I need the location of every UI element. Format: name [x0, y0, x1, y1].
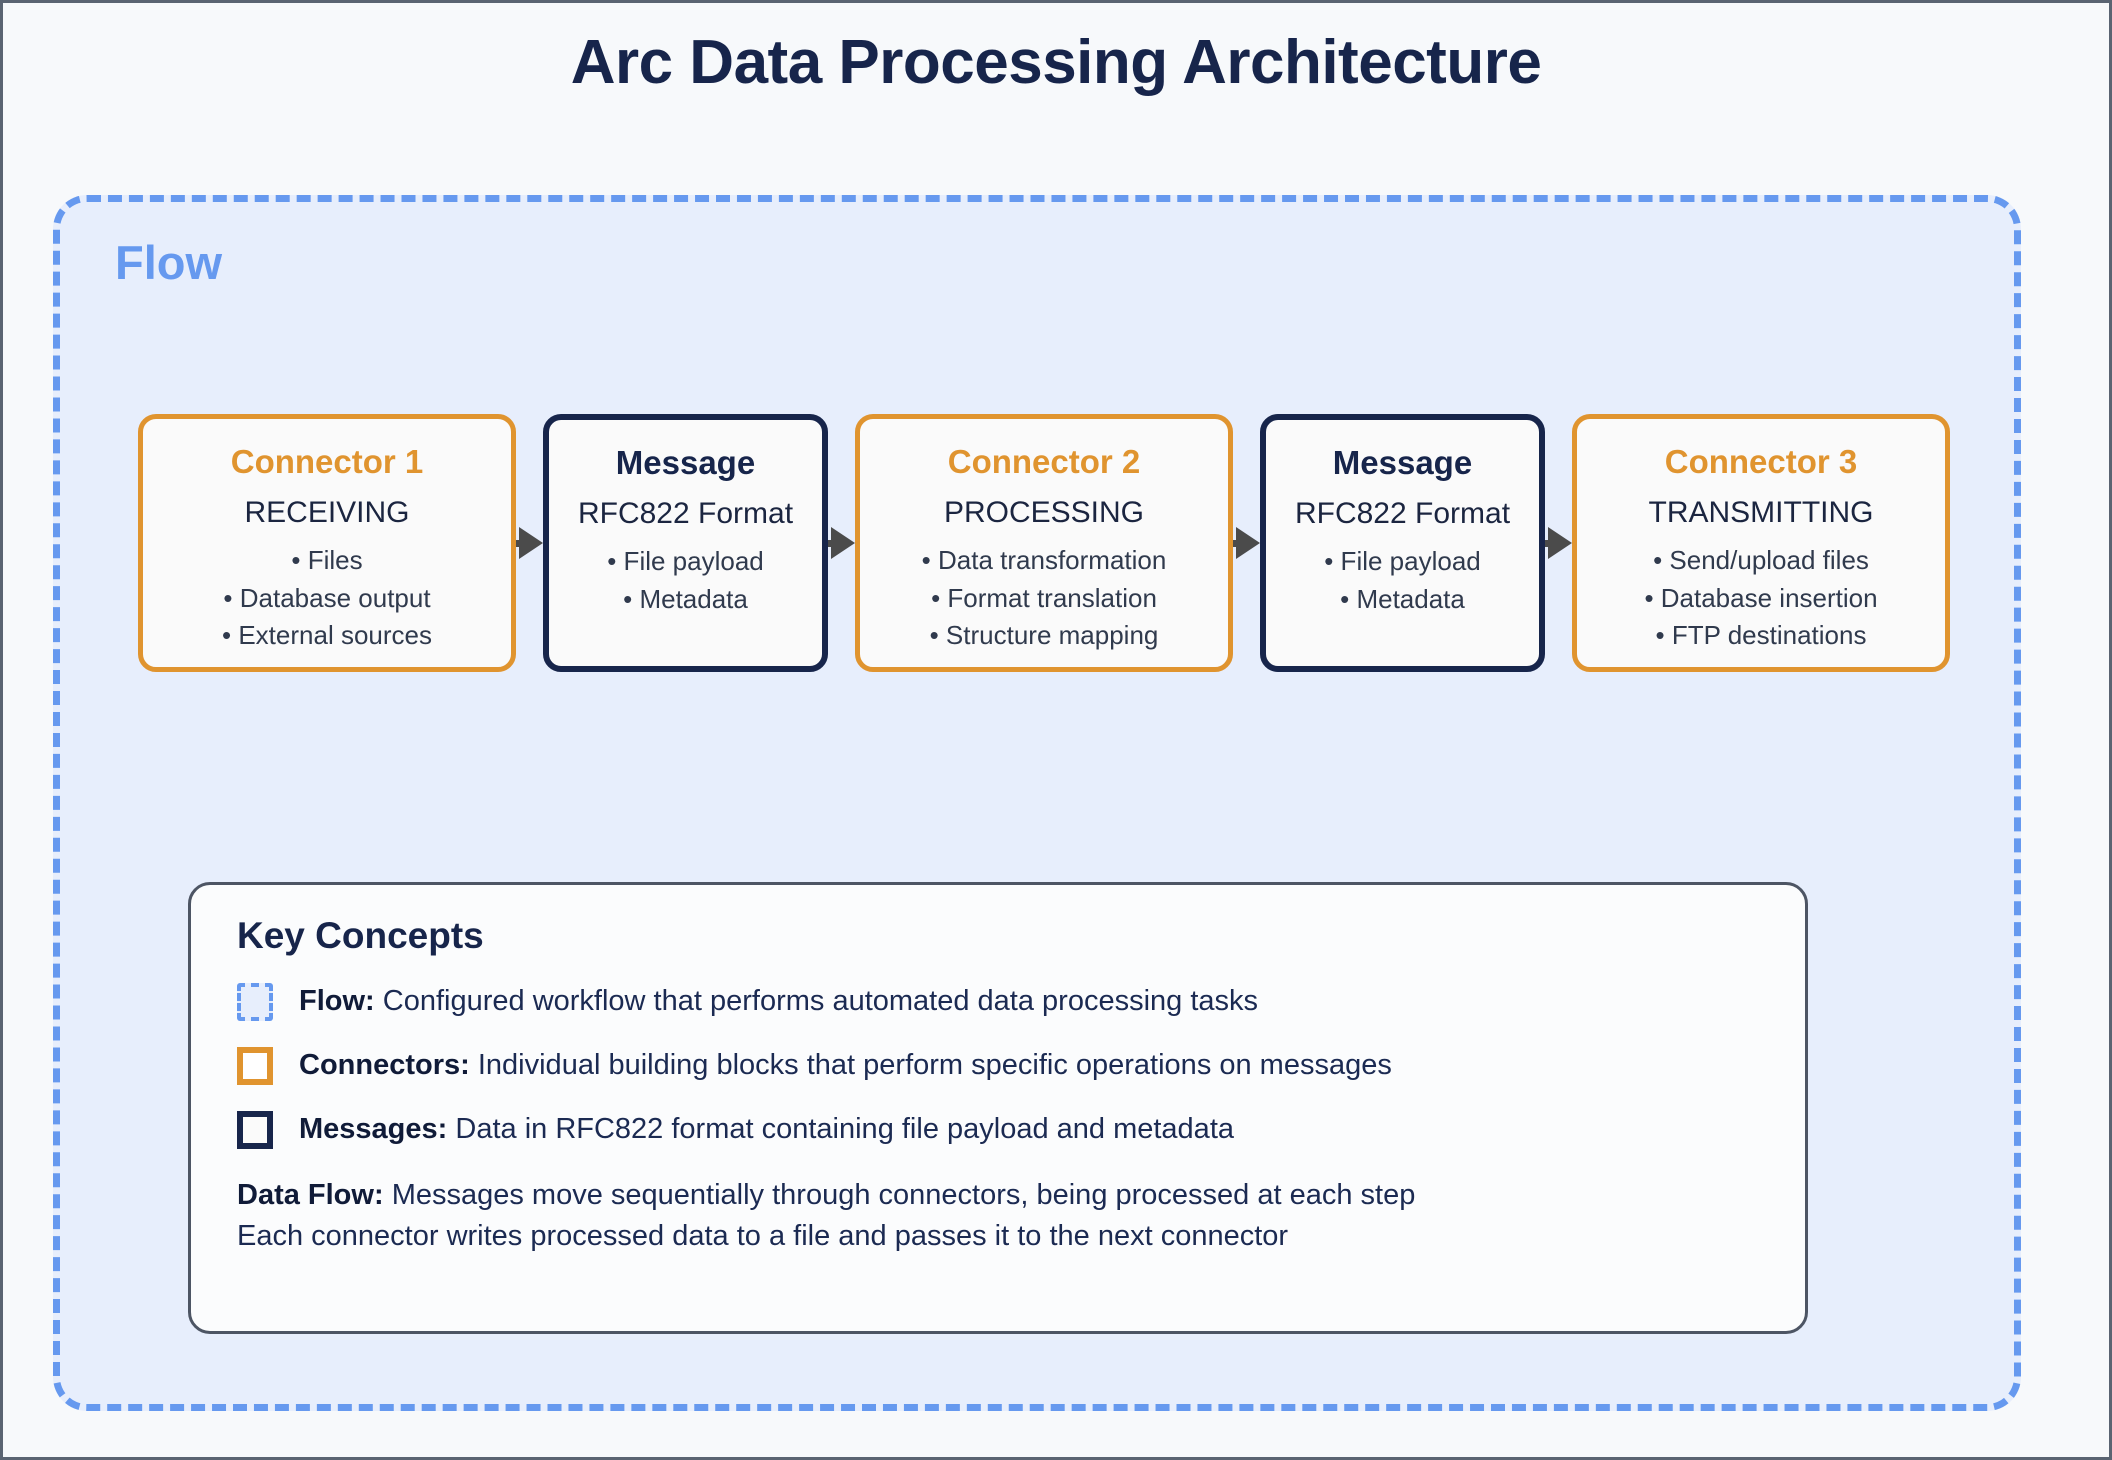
connector-swatch-icon: [237, 1047, 273, 1085]
node-title: Message: [615, 444, 756, 481]
data-flow-line-2: Each connector writes processed data to …: [237, 1220, 1289, 1253]
node-bullets: • File payload• Metadata: [607, 546, 764, 614]
arrow-shaft: [1545, 539, 1550, 547]
arrow-shaft: [828, 539, 833, 547]
arrow-head: [1548, 527, 1572, 559]
key-concepts-card: Key Concepts Flow: Configured workflow t…: [188, 882, 1808, 1334]
legend-item-messages: Messages: Data in RFC822 format containi…: [237, 1111, 1759, 1149]
arrow-head: [1236, 527, 1260, 559]
legend-description: Data in RFC822 format containing file pa…: [455, 1113, 1234, 1146]
node-title: Connector 2: [947, 443, 1141, 480]
legend-text: Connectors: Individual building blocks t…: [299, 1049, 1392, 1082]
message-swatch-icon: [237, 1111, 273, 1149]
node-subtitle: RFC822 Format: [577, 497, 794, 530]
flow-container: Flow Connector 1 RECEIVING • Files• Data…: [53, 195, 2021, 1411]
pipeline: Connector 1 RECEIVING • Files• Database …: [138, 412, 1950, 674]
node-message-1[interactable]: Message RFC822 Format • File payload• Me…: [543, 414, 828, 672]
legend-term: Flow:: [299, 985, 375, 1018]
node-connector-1[interactable]: Connector 1 RECEIVING • Files• Database …: [138, 414, 516, 672]
page-title: Arc Data Processing Architecture: [570, 28, 1542, 97]
legend-text: Flow: Configured workflow that performs …: [299, 985, 1258, 1018]
flow-label: Flow: [115, 236, 223, 289]
node-connector-2[interactable]: Connector 2 PROCESSING • Data transforma…: [855, 414, 1233, 672]
legend-description: Individual building blocks that perform …: [477, 1049, 1392, 1082]
legend-description: Configured workflow that performs automa…: [382, 985, 1259, 1018]
node-subtitle: RFC822 Format: [1294, 497, 1511, 530]
node-connector-3[interactable]: Connector 3 TRANSMITTING • Send/upload f…: [1572, 414, 1950, 672]
arrow-shaft: [516, 539, 521, 547]
data-flow-line-1: Messages move sequentially through conne…: [391, 1179, 1416, 1211]
node-bullets: • Send/upload files• Database insertion•…: [1644, 545, 1878, 651]
data-flow-term: Data Flow:: [237, 1179, 384, 1211]
flow-swatch-icon: [237, 983, 273, 1021]
node-subtitle: TRANSMITTING: [1648, 496, 1874, 529]
node-title: Message: [1332, 444, 1473, 481]
node-title: Connector 1: [230, 443, 424, 480]
arrow-right-icon-1: [516, 527, 543, 559]
arrow-head: [831, 527, 855, 559]
legend-item-connectors: Connectors: Individual building blocks t…: [237, 1047, 1759, 1085]
legend-term: Connectors:: [299, 1049, 470, 1082]
legend-item-flow: Flow: Configured workflow that performs …: [237, 983, 1759, 1021]
arrow-right-icon-3: [1233, 527, 1260, 559]
arrow-right-icon-2: [828, 527, 855, 559]
node-bullets: • Data transformation• Format translatio…: [921, 545, 1167, 651]
node-bullets: • File payload• Metadata: [1324, 546, 1481, 614]
arrow-right-icon-4: [1545, 527, 1572, 559]
node-subtitle: RECEIVING: [244, 496, 410, 529]
node-bullets: • Files• Database output• External sourc…: [222, 545, 432, 651]
node-subtitle: PROCESSING: [943, 496, 1145, 529]
arrow-shaft: [1233, 539, 1238, 547]
key-concepts-title: Key Concepts: [237, 915, 484, 956]
legend-text: Messages: Data in RFC822 format containi…: [299, 1113, 1234, 1146]
node-title: Connector 3: [1664, 443, 1858, 480]
data-flow-note: Data Flow: Messages move sequentially th…: [237, 1175, 1759, 1257]
node-message-2[interactable]: Message RFC822 Format • File payload• Me…: [1260, 414, 1545, 672]
legend-term: Messages:: [299, 1113, 448, 1146]
arrow-head: [519, 527, 543, 559]
